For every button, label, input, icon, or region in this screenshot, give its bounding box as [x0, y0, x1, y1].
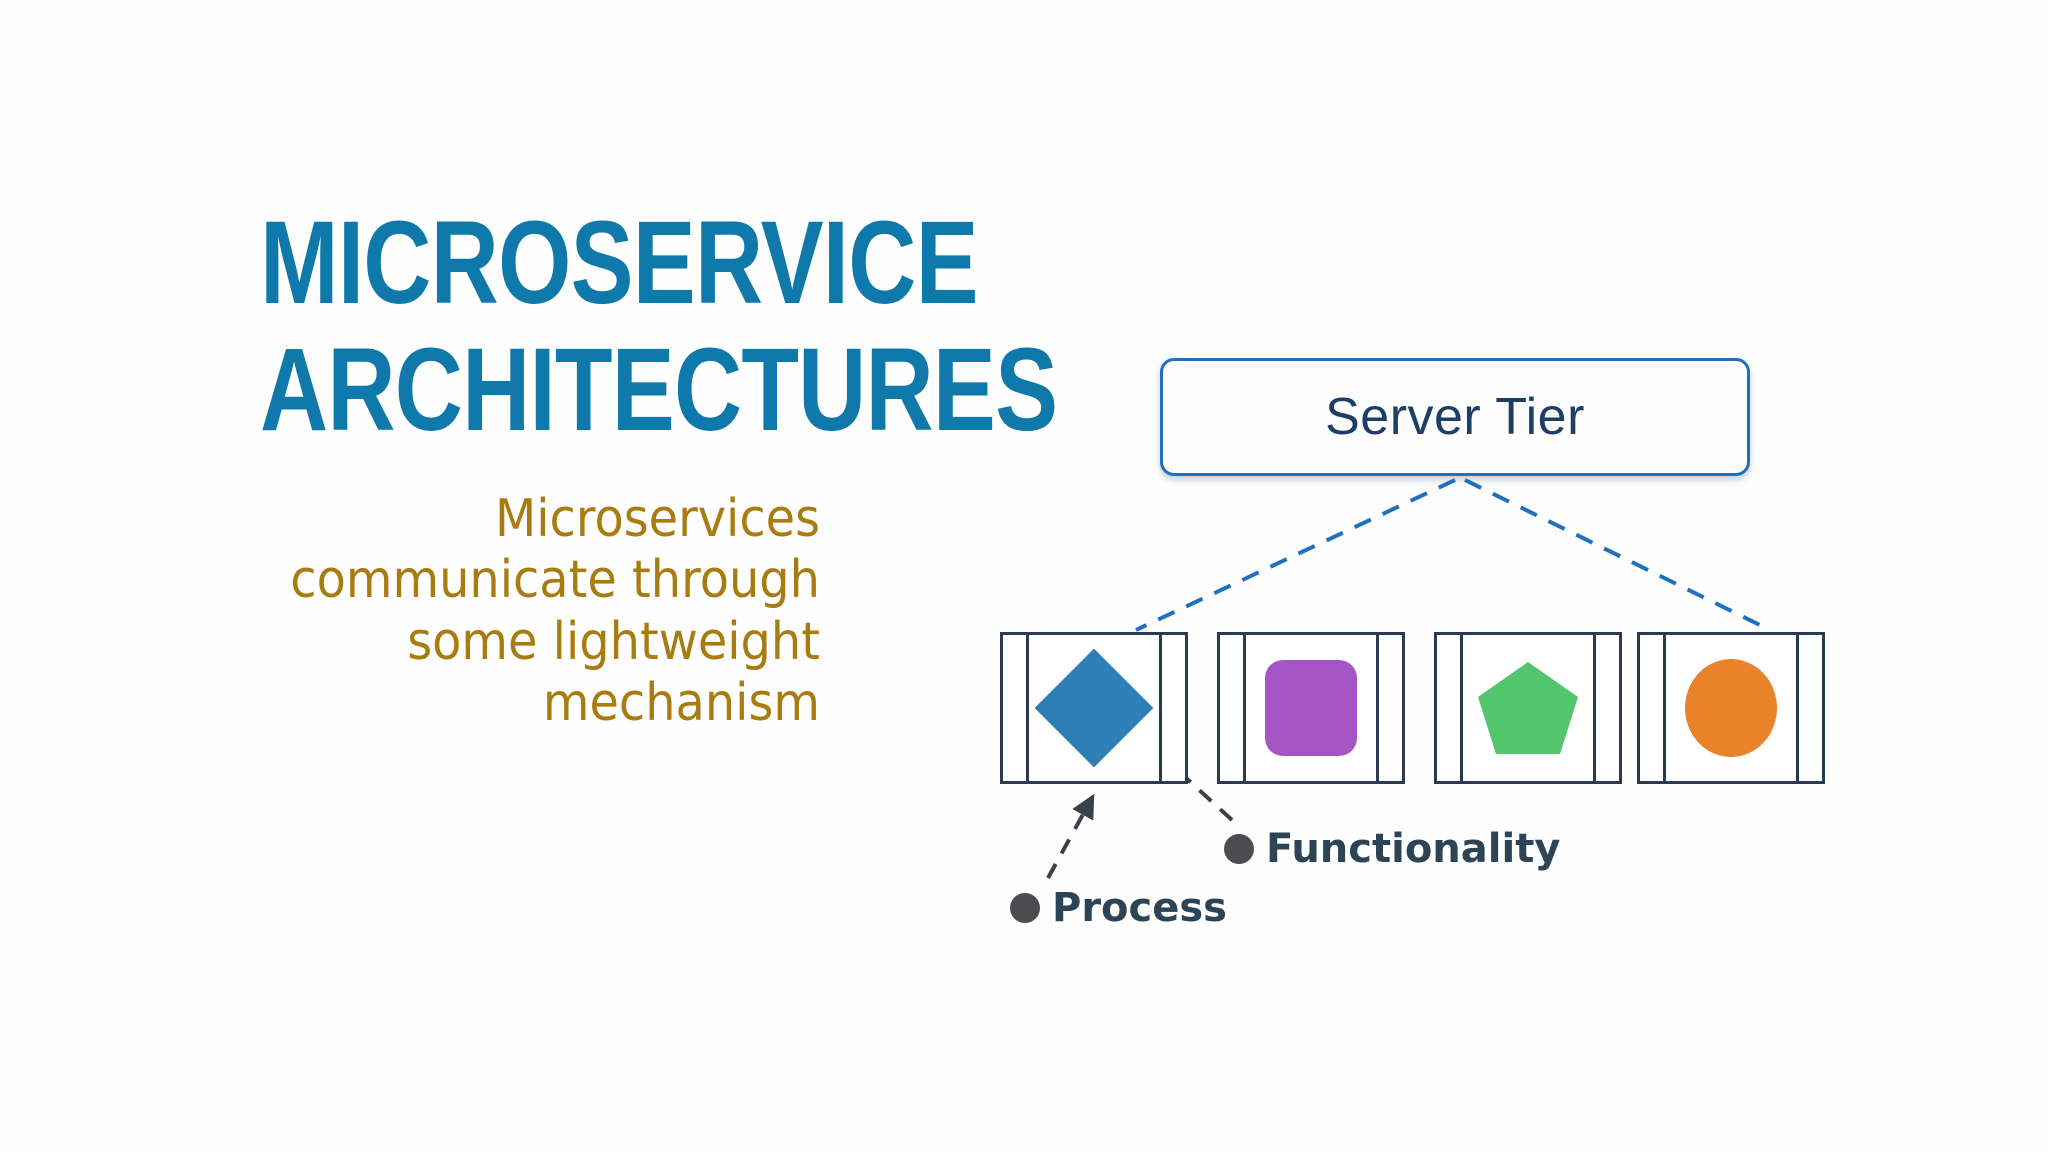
shape-slot — [1029, 635, 1159, 781]
bullet-dot-icon — [1010, 893, 1040, 923]
process-box-4[interactable] — [1637, 632, 1825, 784]
callout-process-label: Process — [1052, 885, 1227, 931]
page-title: MICROSERVICE ARCHITECTURES — [120, 197, 1058, 457]
title-line-1: MICROSERVICE — [260, 197, 979, 329]
component-rail-left — [1243, 632, 1246, 784]
circle-shape-icon — [1685, 659, 1777, 757]
component-rail-right — [1593, 632, 1596, 784]
callout-functionality-label: Functionality — [1266, 826, 1561, 872]
component-rail-right — [1376, 632, 1379, 784]
callout-functionality: Functionality — [1224, 826, 1560, 872]
architecture-diagram: Server Tier — [1000, 330, 1960, 970]
subtitle: Microservices communicate through some l… — [120, 489, 820, 734]
process-box-3[interactable] — [1434, 632, 1622, 784]
component-rail-left — [1026, 632, 1029, 784]
connector-server-to-box4 — [1464, 478, 1771, 632]
left-text-column: MICROSERVICE ARCHITECTURES Microservices… — [120, 197, 1058, 734]
title-line-2: ARCHITECTURES — [260, 324, 1058, 457]
diamond-shape-icon — [1034, 648, 1154, 768]
component-rail-left — [1663, 632, 1666, 784]
pentagon-shape-icon — [1478, 662, 1578, 754]
subtitle-line-4: mechanism — [542, 672, 820, 733]
shape-slot — [1246, 635, 1376, 781]
process-box-2[interactable] — [1217, 632, 1405, 784]
process-box-1[interactable] — [1000, 632, 1188, 784]
server-tier-box[interactable]: Server Tier — [1160, 358, 1750, 476]
bullet-dot-icon — [1224, 834, 1254, 864]
connector-server-to-box1 — [1135, 478, 1456, 632]
shape-slot — [1463, 635, 1593, 781]
rounded-square-shape-icon — [1265, 660, 1357, 756]
component-rail-right — [1796, 632, 1799, 784]
server-tier-label: Server Tier — [1325, 388, 1585, 446]
component-rail-left — [1460, 632, 1463, 784]
shape-slot — [1666, 635, 1796, 781]
callout-arrow-process — [1046, 793, 1095, 879]
subtitle-line-3: some lightweight — [407, 611, 820, 672]
callout-process: Process — [1010, 885, 1227, 931]
subtitle-line-1: Microservices — [494, 488, 820, 549]
component-rail-right — [1159, 632, 1162, 784]
subtitle-line-2: communicate through — [290, 550, 820, 611]
